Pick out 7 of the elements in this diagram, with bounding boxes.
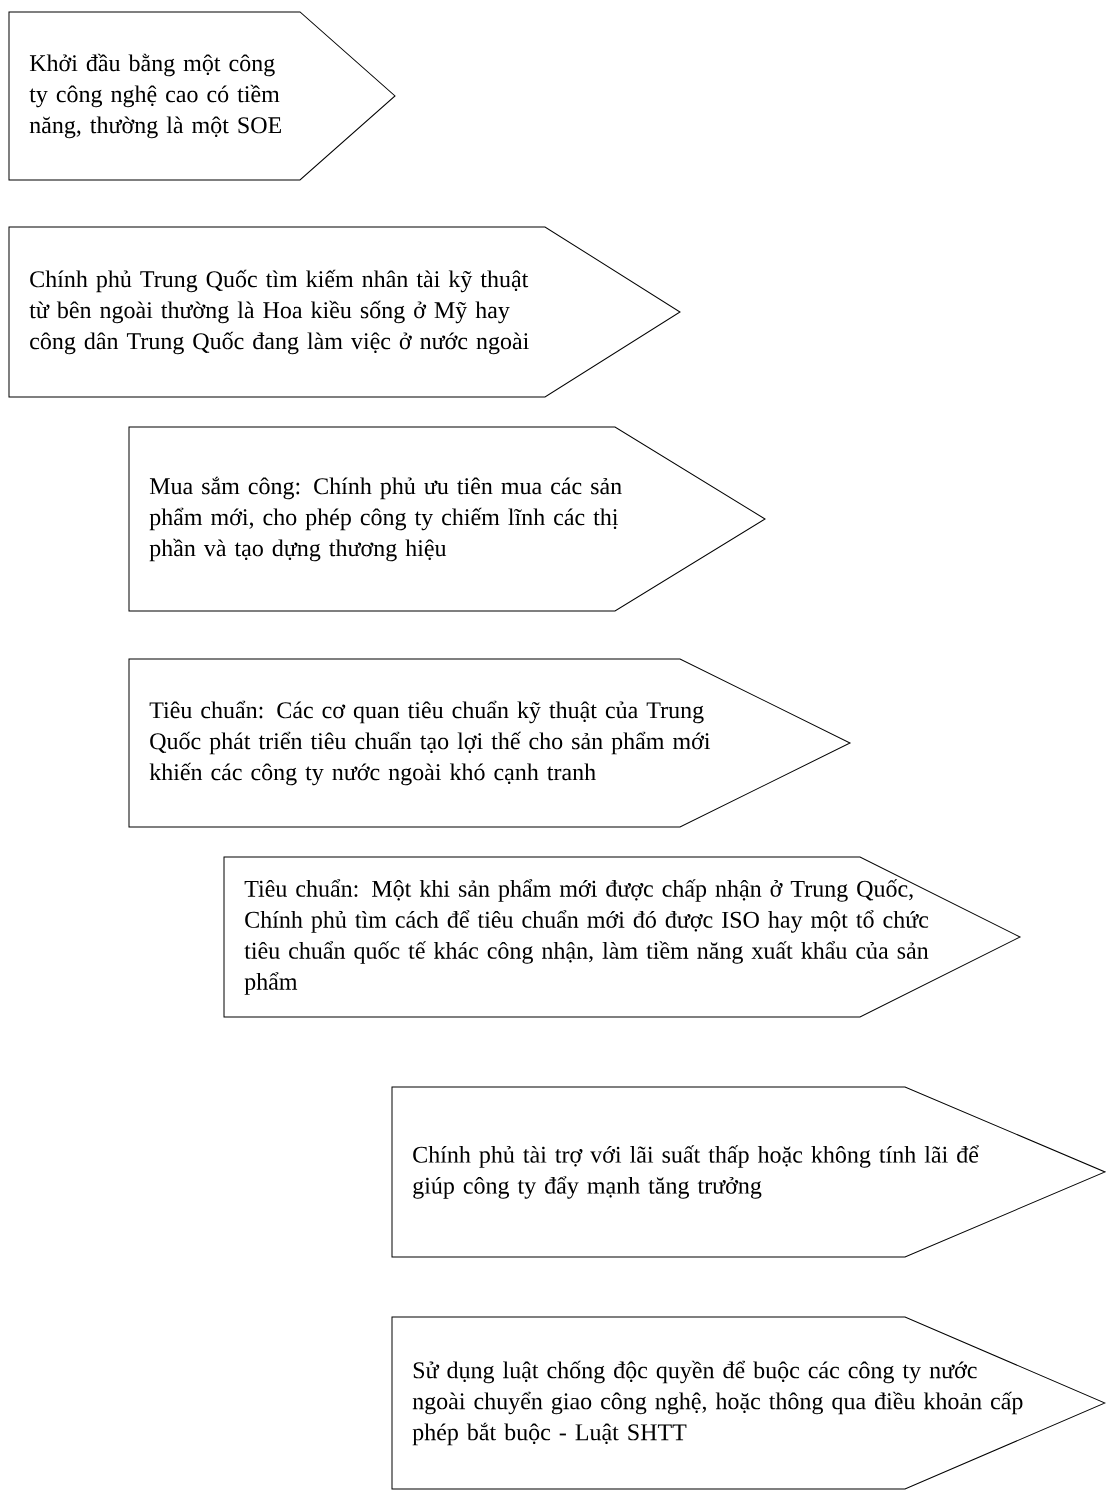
arrow-box: Chính phủ tài trợ với lãi suất thấp hoặc không tính lãi để giúp công ty đẩy mạnh tăng trưởng <box>391 1086 1106 1258</box>
arrow-box: Tiêu chuẩn: Các cơ quan tiêu chuẩn kỹ thuật của Trung Quốc phát triển tiêu chuẩn tạo lợi thế cho sản phẩm mới khiến các công ty nước ngoài khó cạnh tranh <box>128 658 851 828</box>
arrow-box: Khởi đầu bằng một công ty công nghệ cao có tiềm năng, thường là một SOE <box>8 11 396 181</box>
arrow-box: Chính phủ Trung Quốc tìm kiếm nhân tài kỹ thuật từ bên ngoài thường là Hoa kiều sống ở Mỹ hay công dân Trung Quốc đang làm việc ở nước ngoài <box>8 226 681 398</box>
arrow-box: Mua sắm công: Chính phủ ưu tiên mua các sản phẩm mới, cho phép công ty chiếm lĩnh các thị phần và tạo dựng thương hiệu <box>128 426 766 612</box>
arrow-box: Tiêu chuẩn: Một khi sản phẩm mới được chấp nhận ở Trung Quốc, Chính phủ tìm cách để tiêu chuẩn mới đó được ISO hay một tổ chức tiêu chuẩn quốc tế khác công nhận, làm tiềm năng xuất khẩu của sản phẩm <box>223 856 1021 1018</box>
arrow-box: Sử dụng luật chống độc quyền để buộc các công ty nước ngoài chuyển giao công nghệ, hoặc thông qua điều khoản cấp phép bắt buộc - Luật SHTT <box>391 1316 1106 1490</box>
